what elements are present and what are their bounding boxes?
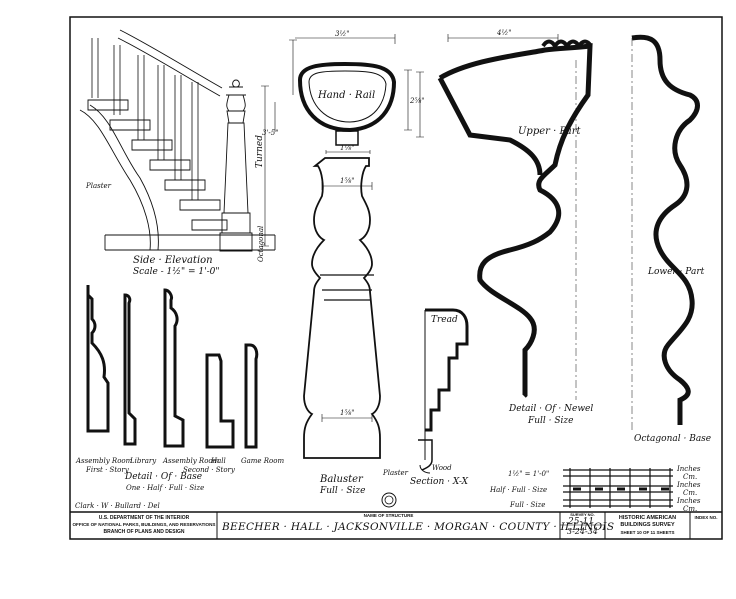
scale-bars — [563, 468, 673, 508]
tread-label: Tread — [431, 315, 458, 325]
baluster-size-label: Full · Size — [320, 486, 366, 496]
survey-date: 3-24-34 — [567, 527, 598, 536]
title-block-frame — [70, 511, 722, 539]
scale-label-1: 1½" = 1'-0" — [508, 470, 550, 478]
section-label: Section · X-X — [410, 477, 469, 487]
unit-4: Cm. — [683, 489, 698, 497]
sheet-number: SHEET 10 OF 11 SHEETS — [620, 530, 675, 535]
octagonal-label: Octagonal — [257, 225, 265, 262]
agency-line-2: OFFICE OF NATIONAL PARKS, BUILDINGS, AND… — [72, 522, 216, 527]
octagonal-base-label: Octagonal · Base — [634, 434, 712, 444]
base-label-1-story: First · Story — [86, 466, 129, 474]
baluster-label: Baluster — [320, 474, 363, 485]
base-label-4: Hall — [211, 457, 226, 465]
dim-waist-top: 1⅝" — [340, 177, 355, 185]
department-seal — [381, 492, 397, 508]
dim-top-left: 3½" — [335, 30, 350, 38]
dim-rail-height: 2⅝" — [410, 97, 425, 105]
newel-size-label: Full · Size — [528, 416, 574, 426]
dim-neck: 1⅛" — [340, 144, 355, 152]
plaster-label: Plaster — [86, 182, 112, 190]
base-detail-size: One · Half · Full · Size — [126, 484, 205, 492]
unit-3: Inches — [677, 481, 701, 489]
agency-line-1: U.S. DEPARTMENT OF THE INTERIOR — [98, 515, 190, 521]
upper-part-label: Upper · Part — [518, 126, 581, 137]
base-profiles — [86, 285, 259, 449]
base-label-3: Assembly Room — [163, 457, 220, 465]
unit-6: Cm. — [683, 505, 698, 513]
section-x-x-drawing — [418, 308, 469, 474]
side-elevation-title: Side · Elevation — [133, 255, 213, 266]
base-label-2: Library — [130, 457, 157, 465]
delineator-signature: Clark · W · Bullard · Del — [75, 502, 160, 510]
unit-2: Cm. — [683, 473, 698, 481]
baluster-drawing — [303, 157, 381, 459]
hand-rail-section — [289, 34, 412, 154]
index-no-label: INDEX NO. — [694, 515, 718, 520]
structure-name: BEECHER · HALL · JACKSONVILLE · MORGAN ·… — [222, 521, 615, 533]
name-of-structure-label: NAME OF STRUCTURE — [363, 513, 414, 518]
turned-label: Turned — [255, 135, 265, 168]
side-elevation-scale: Scale - 1½" = 1'-0" — [133, 267, 220, 277]
sheet-border — [69, 16, 723, 540]
scale-label-3: Full · Size — [510, 501, 546, 509]
base-detail-title: Detail · Of · Base — [125, 472, 203, 482]
survey-no-label: SURVEY NO. — [570, 512, 595, 517]
habs-line-1: HISTORIC AMERICAN — [618, 515, 677, 521]
base-label-5: Game Room — [241, 457, 285, 465]
newel-upper-part — [416, 34, 593, 400]
unit-1: Inches — [677, 465, 701, 473]
hand-rail-label: Hand · Rail — [318, 90, 376, 101]
agency-line-3: BRANCH OF PLANS AND DESIGN — [103, 529, 185, 535]
plaster-section-label: Plaster — [383, 469, 409, 477]
newel-lower-part — [631, 34, 700, 430]
habs-line-2: BUILDINGS SURVEY — [620, 522, 675, 528]
scale-label-2: Half · Full · Size — [490, 486, 548, 494]
newel-detail-label: Detail · Of · Newel — [509, 404, 594, 414]
lower-part-label: Lower · Part — [648, 267, 705, 277]
base-label-1: Assembly Room — [76, 457, 133, 465]
unit-5: Inches — [677, 497, 701, 505]
survey-no: 25-11 — [568, 517, 594, 527]
dim-top-right: 4½" — [497, 29, 512, 37]
dim-waist-bottom: 1⅝" — [340, 409, 355, 417]
wood-label: Wood — [432, 464, 452, 472]
base-label-3-story: Second · Story — [183, 466, 235, 474]
side-elevation-drawing — [79, 29, 276, 252]
height-dimension: 3'-5" — [262, 129, 279, 137]
